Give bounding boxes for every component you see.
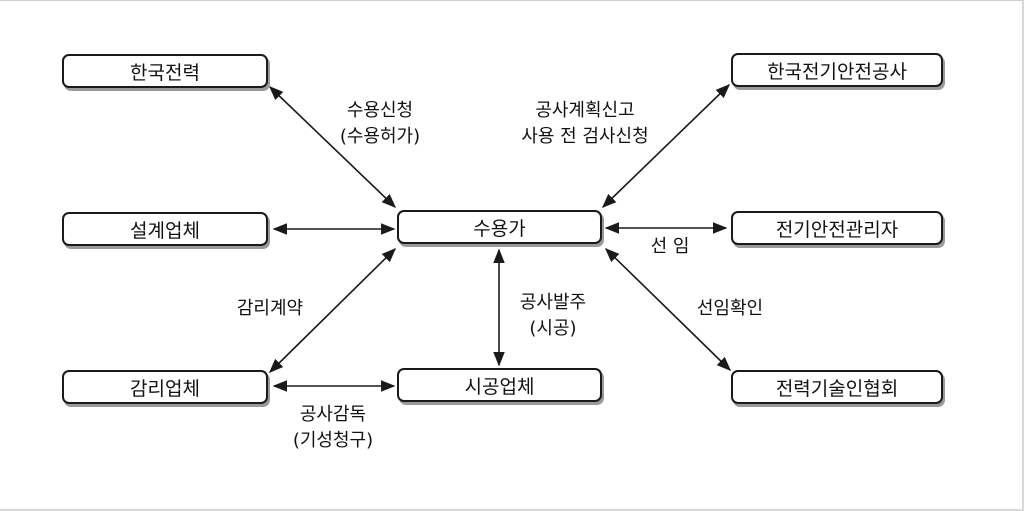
label-kepco-link: 수용신청 (수용허가) [315,98,445,150]
frame-right-edge [1022,0,1024,511]
label-safety-link: 선 임 [650,236,690,257]
label-supervision-link: 감리계약 [236,298,304,319]
arrow-supervision-consumer [268,247,397,374]
node-kepco: 한국전력 [62,54,268,88]
label-supervision-construction-link: 공사감독 (기성청구) [268,402,398,454]
node-kesco: 한국전기안전공사 [731,53,943,87]
node-consumer: 수용가 [397,210,602,244]
label-kesco-link-line1: 공사계획신고 [535,100,635,121]
label-supervision-construction-line2: (기성청구) [292,430,374,451]
label-construction-link: 공사발주 (시공) [503,290,603,342]
label-construction-link-line2: (시공) [529,318,577,339]
frame-top-edge [0,0,1024,1]
node-association: 전력기술인협회 [731,370,943,404]
node-supervision: 감리업체 [62,370,268,404]
node-safety-manager: 전기안전관리자 [731,211,943,245]
arrow-association-consumer [604,247,732,372]
label-kesco-link-line2: 사용 전 검사신청 [521,126,649,147]
label-association-link: 선임확인 [696,298,764,319]
arrow-kesco-consumer [601,83,731,209]
label-supervision-construction-line1: 공사감독 [299,404,367,425]
arrow-kepco-consumer [268,86,397,208]
label-construction-link-line1: 공사발주 [519,292,587,313]
frame-bottom-edge [0,509,1024,511]
node-construction: 시공업체 [397,368,602,402]
label-kepco-link-line2: (수용허가) [339,126,421,147]
label-kepco-link-line1: 수용신청 [346,100,414,121]
label-kesco-link: 공사계획신고 사용 전 검사신청 [500,98,670,150]
node-design: 설계업체 [62,212,268,246]
